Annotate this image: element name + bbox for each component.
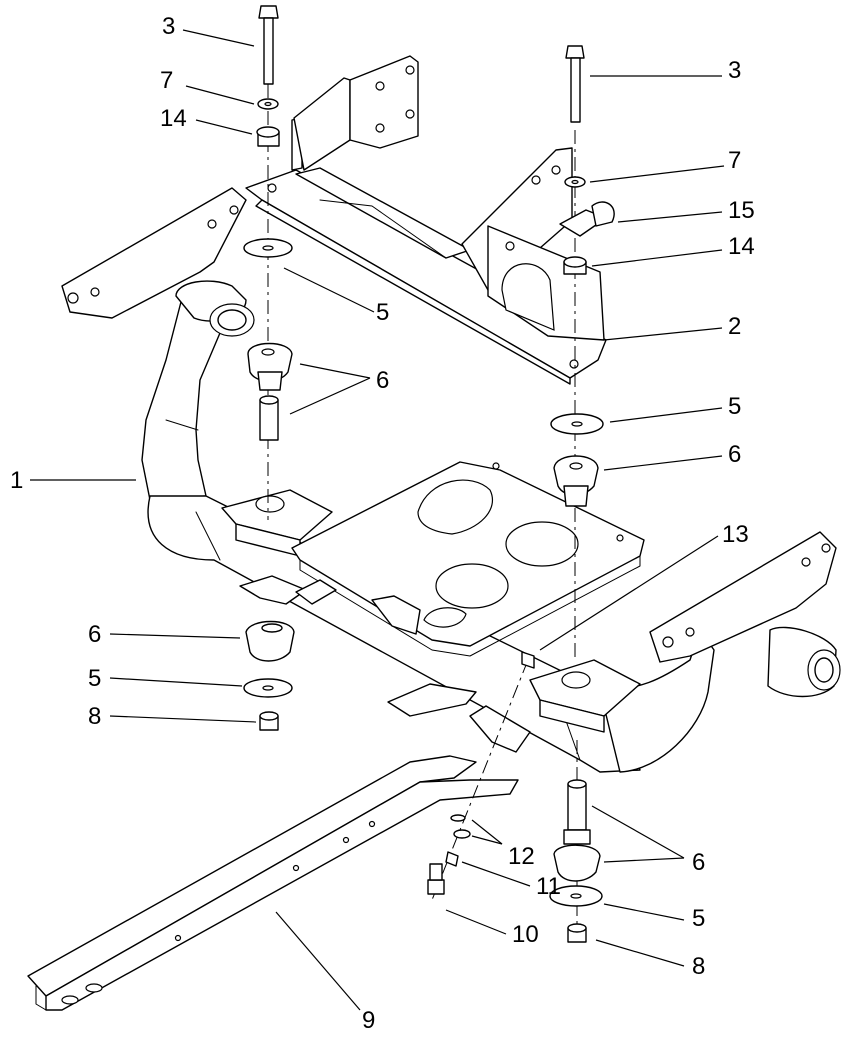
callout-6-upper-left: 6 bbox=[376, 367, 389, 394]
lower-left-isolator-stack bbox=[239, 575, 337, 731]
callout-5-upper-right: 5 bbox=[728, 393, 741, 420]
left-isolator-stack bbox=[243, 5, 293, 520]
callout-6-upper-right: 6 bbox=[728, 441, 741, 468]
frame-part-1 bbox=[61, 187, 841, 773]
callout-8-lower-left: 8 bbox=[88, 703, 101, 730]
callout-10: 10 bbox=[512, 921, 539, 948]
callout-3-right: 3 bbox=[728, 57, 741, 84]
callout-5-lower-right: 5 bbox=[692, 905, 705, 932]
callout-3-left: 3 bbox=[162, 13, 175, 40]
callout-7-right: 7 bbox=[728, 147, 741, 174]
callouts: 3 7 14 3 7 15 14 2 5 6 5 1 6 13 6 5 8 12… bbox=[10, 13, 755, 1034]
channel-support-part-2 bbox=[245, 55, 607, 385]
callout-5-lower-left: 5 bbox=[88, 665, 101, 692]
leader-lines bbox=[30, 29, 725, 1011]
callout-2: 2 bbox=[728, 313, 741, 340]
lower-right-isolator-stack bbox=[549, 740, 603, 943]
side-rail-part-9 bbox=[27, 755, 519, 1011]
callout-14-left: 14 bbox=[160, 105, 187, 132]
small-hardware bbox=[427, 651, 535, 901]
callout-15: 15 bbox=[728, 197, 755, 224]
callout-7-left: 7 bbox=[160, 67, 173, 94]
callout-8-lower-right: 8 bbox=[692, 953, 705, 980]
callout-13: 13 bbox=[722, 521, 749, 548]
callout-12: 12 bbox=[508, 843, 535, 870]
callout-14-right: 14 bbox=[728, 233, 755, 260]
right-isolator-stack bbox=[550, 45, 615, 660]
callout-5-upper-left: 5 bbox=[376, 299, 389, 326]
callout-6-lower-right: 6 bbox=[692, 849, 705, 876]
callout-1: 1 bbox=[10, 467, 23, 494]
callout-11: 11 bbox=[536, 873, 561, 900]
callout-9: 9 bbox=[362, 1007, 375, 1034]
callout-6-lower-left: 6 bbox=[88, 621, 101, 648]
